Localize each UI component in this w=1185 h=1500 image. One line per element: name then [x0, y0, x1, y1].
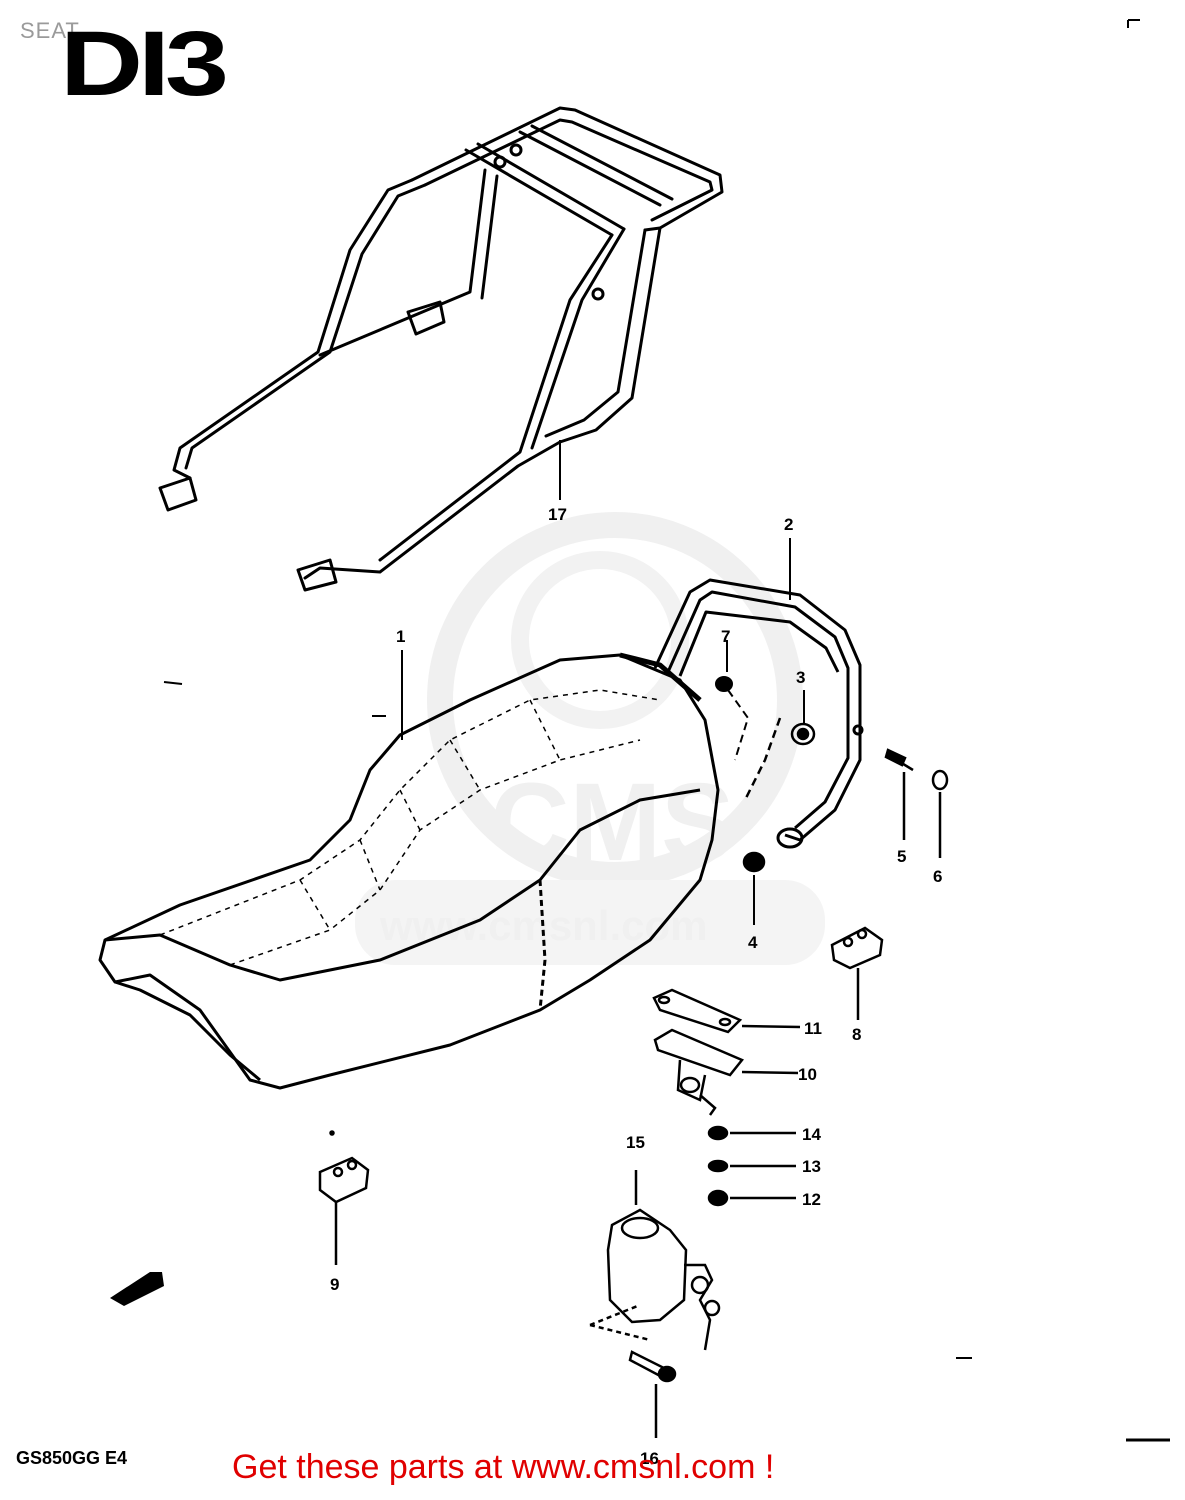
callout-1: 1 — [396, 627, 405, 646]
callout-14: 14 — [802, 1125, 821, 1144]
part-13-washer — [707, 1159, 796, 1173]
cta-link[interactable]: Get these parts at www.cmsnl.com ! — [232, 1448, 775, 1486]
part-2-grab-rail — [653, 578, 864, 849]
part-10-hinge — [653, 1028, 799, 1116]
part-1-seat — [98, 652, 720, 1090]
callout-10: 10 — [798, 1065, 817, 1084]
part-7-nut — [715, 676, 750, 761]
callout-4: 4 — [748, 933, 758, 952]
callout-12: 12 — [802, 1190, 821, 1209]
callout-2: 2 — [784, 515, 793, 534]
callout-labels: 1 2 3 4 5 6 7 8 9 10 11 12 13 14 15 16 1… — [330, 505, 942, 1468]
part-4-cushion — [742, 851, 766, 925]
scan-marks — [163, 19, 1170, 1442]
callout-9: 9 — [330, 1275, 339, 1294]
callout-11: 11 — [804, 1019, 822, 1038]
part-17-rack — [158, 106, 724, 592]
model-code: GS850GG E4 — [16, 1448, 128, 1468]
callout-16: 16 — [640, 1449, 659, 1468]
callout-3: 3 — [796, 668, 805, 687]
watermark-brand: CMS — [490, 761, 734, 884]
callout-7: 7 — [721, 627, 730, 646]
section-title: SEAT — [20, 18, 80, 43]
callout-5: 5 — [897, 847, 906, 866]
callout-15: 15 — [626, 1133, 645, 1152]
front-arrow-icon — [110, 1272, 164, 1306]
part-8-bracket — [830, 926, 884, 1020]
part-15-seat-lock — [589, 1170, 721, 1351]
part-12-nut — [707, 1189, 796, 1207]
part-6-washer — [931, 769, 949, 858]
callout-13: 13 — [802, 1157, 821, 1176]
callout-17: 17 — [548, 505, 567, 524]
part-5-bolt — [884, 748, 914, 840]
cms-watermark: CMS www.cmsnl.com — [355, 512, 825, 965]
part-16-screw — [628, 1350, 677, 1438]
callout-6: 6 — [933, 867, 942, 886]
callout-8: 8 — [852, 1025, 861, 1044]
section-code: DI3 — [60, 13, 229, 115]
leader-lines — [401, 440, 805, 740]
part-9-bracket — [318, 1130, 370, 1265]
part-14-nut — [707, 1125, 796, 1141]
part-11-plate — [652, 988, 801, 1034]
